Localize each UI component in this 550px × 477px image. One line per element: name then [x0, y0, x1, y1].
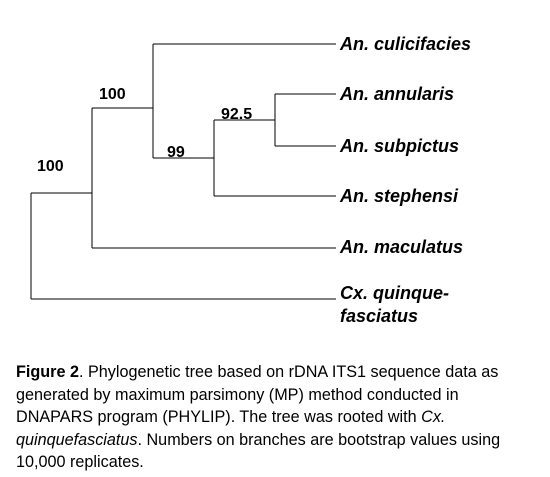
- caption-text-part-2: . Numbers on branches are bootstrap valu…: [16, 430, 501, 472]
- taxon-label-subpictus: An. subpictus: [339, 136, 459, 156]
- caption-species-name: Cx. quinquefasciatus: [16, 408, 446, 449]
- figure-label: Figure 2: [16, 363, 79, 381]
- taxon-label-stephensi: An. stephensi: [339, 186, 459, 206]
- phylogenetic-tree: 100 100 99 92.5 An. culicifacies An. ann…: [30, 34, 471, 326]
- taxon-label-culicifacies: An. culicifacies: [339, 34, 471, 54]
- bootstrap-clade-a: 99: [167, 144, 185, 161]
- taxon-label-annularis: An. annularis: [339, 84, 454, 104]
- bootstrap-clade-b: 92.5: [221, 106, 252, 123]
- taxon-label-quinquefasciatus-line2: fasciatus: [340, 306, 418, 326]
- taxon-label-maculatus: An. maculatus: [339, 237, 463, 257]
- figure-caption: Figure 2. Phylogenetic tree based on rDN…: [16, 361, 536, 474]
- bootstrap-root: 100: [37, 158, 64, 175]
- bootstrap-ingroup: 100: [99, 86, 126, 103]
- caption-text-part-1: . Phylogenetic tree based on rDNA ITS1 s…: [16, 363, 499, 426]
- taxon-label-quinquefasciatus-line1: Cx. quinque-: [340, 283, 449, 303]
